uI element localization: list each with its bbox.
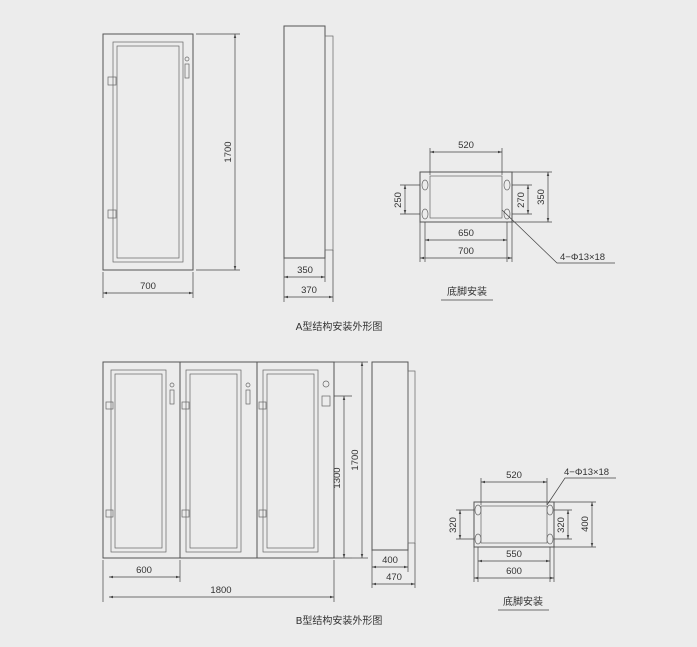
b-depth-inner-label: 400 (382, 555, 398, 566)
b-switch-icon (321, 395, 331, 407)
b-height-label: 1700 (350, 449, 361, 470)
b-cabinet-outline (102, 361, 335, 559)
b-side-body (371, 361, 409, 551)
b-hinge (105, 401, 114, 410)
a-door-glass (116, 45, 180, 259)
b-hole-icon (474, 504, 482, 516)
b-base-right-label: 400 (580, 516, 591, 532)
b-inner-height-label: 1300 (332, 467, 343, 488)
b-key-icon (245, 382, 251, 388)
a-hole-icon (421, 179, 429, 191)
b-key-icon (169, 382, 175, 388)
a-front-view: 1700 700 (102, 33, 240, 298)
b-indicator-lamp-icon (322, 380, 330, 388)
a-hole-note: 4−Φ13×18 (560, 252, 605, 263)
a-base-outer-width-label: 700 (458, 246, 474, 257)
b-base-inner (480, 505, 548, 544)
b-hole-icon (474, 533, 482, 545)
a-depth-inner-label: 350 (297, 265, 313, 276)
a-cabinet-outline (102, 33, 194, 271)
a-hole-icon (421, 208, 429, 220)
a-side-door (324, 35, 334, 251)
b-hinge (105, 509, 114, 518)
a-side-view: 350 370 (283, 25, 334, 302)
b-base-inner-height-label: 320 (556, 517, 567, 533)
b-door-frame (185, 369, 242, 553)
b-unit-width-label: 600 (136, 565, 152, 576)
b-hinge (181, 401, 190, 410)
a-base-outer (419, 171, 513, 223)
b-side-door (407, 370, 416, 544)
a-base-caption: 底脚安装 (447, 285, 487, 298)
b-base-outer (473, 501, 555, 548)
b-width-label: 1800 (210, 585, 231, 596)
a-base-right-label: 350 (536, 189, 547, 205)
b-door-frame (110, 369, 167, 553)
a-handle (184, 63, 190, 79)
b-door-glass (266, 373, 315, 549)
b-door-glass (114, 373, 163, 549)
b-hole-leader (546, 477, 616, 506)
a-width-label: 700 (140, 281, 156, 292)
a-base-inner-height-label: 270 (516, 192, 527, 208)
a-base-top-label: 520 (458, 140, 474, 151)
a-base-inner (429, 175, 503, 219)
b-hole-icon (546, 533, 554, 545)
b-base-outer-width-label: 600 (506, 566, 522, 577)
b-hinge (258, 401, 267, 410)
a-hole-icon (503, 179, 511, 191)
b-side-view: 400 470 (371, 361, 416, 588)
a-hinge-bottom (107, 209, 117, 219)
a-door-frame (112, 41, 184, 263)
b-depth-outer-label: 470 (386, 572, 402, 583)
a-base-inner-width-label: 650 (458, 228, 474, 239)
a-hole-leader (501, 209, 615, 264)
a-height-label: 1700 (223, 141, 234, 162)
a-base-view: 520 250 270 350 650 700 4−Φ13×18 底脚安装 (393, 140, 615, 301)
a-key-icon (184, 56, 190, 62)
b-base-caption: 底脚安装 (503, 595, 543, 608)
b-hinge (181, 509, 190, 518)
a-title: A型结构安装外形图 (296, 320, 383, 333)
a-side-body (283, 25, 326, 259)
b-title: B型结构安装外形图 (296, 614, 383, 627)
b-door-frame (262, 369, 319, 553)
a-hole-icon (503, 208, 511, 220)
b-base-left-label: 320 (448, 517, 459, 533)
b-base-inner-width-label: 550 (506, 549, 522, 560)
b-hinge (258, 509, 267, 518)
a-hinge-top (107, 76, 117, 86)
b-base-view: 520 320 320 400 550 600 4−Φ13×18 底脚安装 (448, 467, 616, 611)
b-handle (245, 389, 251, 405)
b-base-top-label: 520 (506, 470, 522, 481)
a-base-left-label: 250 (393, 192, 404, 208)
b-handle (169, 389, 175, 405)
a-depth-outer-label: 370 (301, 285, 317, 296)
b-front-view: 1300 1700 600 1800 (102, 361, 368, 602)
b-hole-note: 4−Φ13×18 (564, 467, 609, 478)
b-door-glass (189, 373, 238, 549)
b-hole-icon (546, 504, 554, 516)
